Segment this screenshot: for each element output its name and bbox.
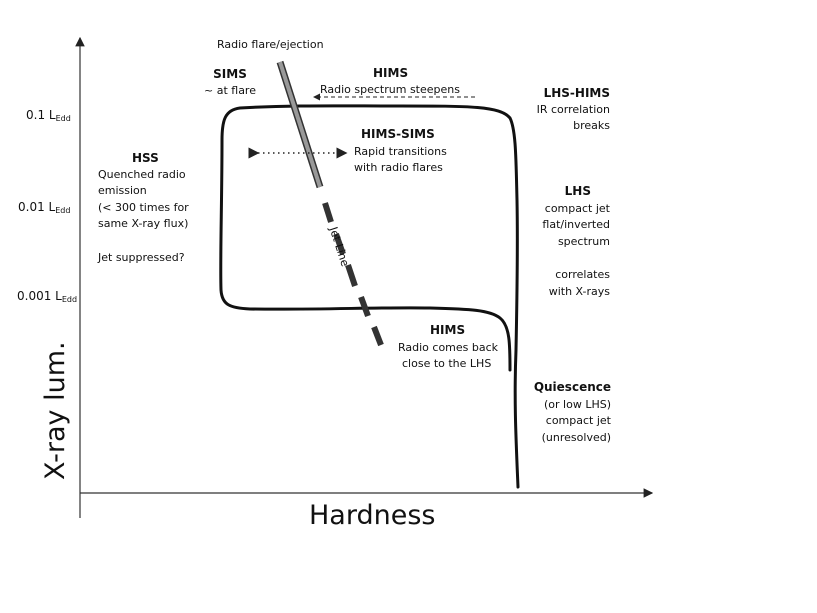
quiescence-line-0: (or low LHS) [544,398,611,411]
quiescence-title: Quiescence [533,380,611,394]
hysteresis-track [219,104,520,489]
lhs-line-5: with X-rays [548,285,610,298]
hims-bottom-note-2: close to the LHS [402,357,492,370]
hims-sims-note-1: Rapid transitions [354,145,447,158]
quiescence-line-1: compact jet [545,414,611,427]
quiescence-line-2: (unresolved) [541,431,611,444]
tick-0-1: 0.1 LEdd [26,108,71,123]
jet-line-dashed [322,202,384,347]
lhs-line-4: correlates [555,268,610,281]
hims-bottom-title: HIMS [430,323,466,337]
lhs-hims-note-2: breaks [573,119,610,132]
hss-line-5: Jet suppressed? [98,251,185,264]
lhs-line-2: spectrum [557,235,610,248]
lhs-line-1: flat/inverted [542,218,610,231]
tick-0-01: 0.01 LEdd [18,200,71,215]
hss-line-1: emission [98,184,147,197]
lhs-line-0: compact jet [544,202,610,215]
y-axis-label: X-ray lum. [40,341,71,480]
hims-sims-note-2: with radio flares [354,161,443,174]
hss-line-3: same X-ray flux) [98,217,189,230]
hims-top-title: HIMS [373,66,409,80]
lhs-hims-note-1: IR correlation [536,103,610,116]
jet-line-solid-inner [278,61,322,188]
sims-note: ~ at flare [204,84,256,97]
tick-0-001: 0.001 LEdd [17,289,78,304]
hss-title: HSS [132,151,159,165]
radio-flare-label: Radio flare/ejection [217,38,324,51]
hims-bottom-note-1: Radio comes back [398,341,499,354]
lhs-title: LHS [564,184,591,198]
hims-top-note: Radio spectrum steepens [320,83,460,96]
x-axis-label: Hardness [309,500,436,531]
hims-sims-title: HIMS-SIMS [361,127,435,141]
hss-line-0: Quenched radio [98,168,186,181]
lhs-hims-title: LHS-HIMS [543,86,610,100]
hss-line-2: (< 300 times for [98,201,189,214]
sims-title: SIMS [213,67,247,81]
